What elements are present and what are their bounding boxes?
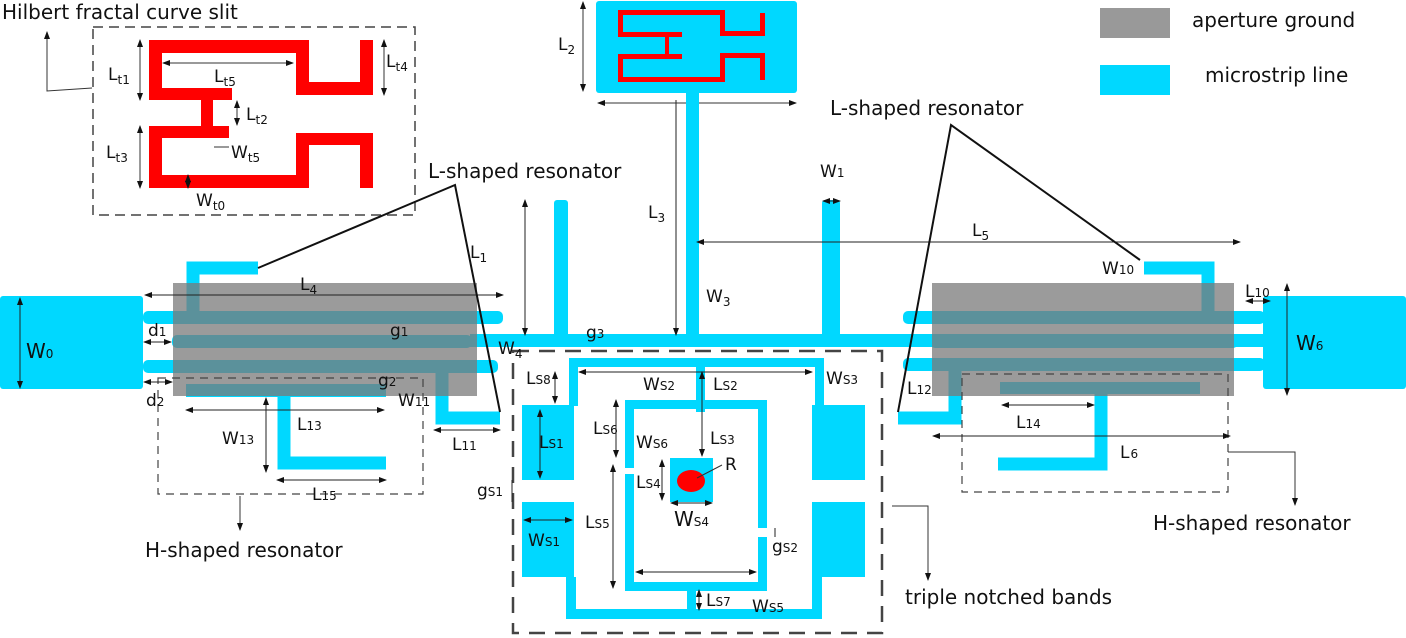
callout-h-res-left: H-shaped resonator — [145, 538, 343, 562]
dim-LS2: LS2 — [713, 375, 738, 395]
dim-L2: L2 — [558, 35, 575, 57]
legend: aperture ground microstrip line — [1100, 8, 1355, 95]
right-aperture-ground — [932, 283, 1234, 396]
dim-W11: W11 — [398, 391, 430, 411]
dim-W4: W4 — [498, 339, 522, 361]
dim-Lt1: Lt1 — [108, 65, 130, 87]
callout-h-res-right: H-shaped resonator — [1153, 511, 1351, 535]
resistor-R — [677, 470, 705, 492]
dim-W3: W3 — [706, 287, 730, 309]
port-right-W6 — [1263, 296, 1406, 389]
dim-W6: W6 — [1296, 331, 1323, 355]
top-patch-microstrip — [596, 1, 797, 93]
callout-l-res-left: L-shaped resonator — [428, 159, 622, 183]
hilbert-callout-leader — [44, 31, 93, 92]
dim-LS5: LS5 — [585, 513, 610, 533]
dim-LS1: LS1 — [539, 433, 564, 453]
right-section — [898, 261, 1406, 493]
notch-structure: R — [511, 349, 884, 635]
dim-R: R — [725, 455, 737, 475]
left-stub — [554, 200, 568, 340]
dimension-lines — [17, 100, 1290, 611]
dim-LS3: LS3 — [710, 429, 735, 449]
right-stub — [822, 200, 840, 340]
dim-Lt5: Lt5 — [214, 67, 236, 89]
top-patch-hilbert-slit — [618, 10, 765, 82]
legend-label-microstrip-line: microstrip line — [1205, 63, 1348, 87]
legend-swatch-microstrip-line — [1100, 65, 1170, 95]
dim-L3: L3 — [648, 203, 665, 225]
dim-WS2: WS2 — [643, 375, 675, 395]
dim-L6: L6 — [1120, 443, 1138, 463]
dim-g3: g3 — [586, 323, 604, 343]
left-aperture-ground — [173, 283, 477, 396]
labels: L-shaped resonator L-shaped resonator H-… — [26, 96, 1351, 617]
notch-frame — [511, 349, 884, 635]
dim-Lt2: Lt2 — [246, 105, 268, 127]
dim-L14: L14 — [1016, 413, 1041, 433]
dim-W13: W13 — [222, 429, 254, 449]
dim-L11: L11 — [452, 435, 477, 455]
right-h-resonator-leg — [998, 394, 1108, 471]
dim-Lt3: Lt3 — [106, 143, 128, 165]
dim-LS8: LS8 — [526, 369, 551, 389]
dim-g1: g1 — [390, 321, 408, 341]
top-patch: L2 — [558, 1, 797, 106]
right-l-res-leader — [897, 123, 1141, 413]
dim-Wt5: Wt5 — [231, 143, 260, 165]
dim-LS6: LS6 — [593, 419, 618, 439]
dim-Lt4: Lt4 — [386, 52, 408, 74]
callout-l-res-right: L-shaped resonator — [830, 96, 1024, 120]
dim-LS7: LS7 — [706, 591, 731, 611]
legend-label-aperture-ground: aperture ground — [1192, 8, 1355, 32]
dim-d2: d2 — [146, 391, 164, 411]
callout-triple: triple notched bands — [905, 585, 1112, 609]
dim-WS3: WS3 — [826, 369, 858, 389]
dim-LS4: LS4 — [636, 473, 661, 493]
callout-leaders — [257, 123, 1141, 413]
dim-L12: L12 — [907, 379, 932, 399]
dim-gS1: gS1 — [477, 481, 503, 501]
dim-Wt0: Wt0 — [196, 191, 225, 213]
dim-L1: L1 — [470, 243, 487, 265]
dim-L13: L13 — [297, 415, 322, 435]
dim-WS1: WS1 — [528, 531, 560, 551]
dim-L5: L5 — [972, 221, 989, 243]
dim-W1: W1 — [820, 162, 844, 182]
hilbert-callout-label: Hilbert fractal curve slit — [2, 0, 238, 24]
dim-W0: W0 — [26, 339, 53, 363]
hilbert-slit-shape — [149, 40, 373, 188]
hilbert-inset-frame — [92, 26, 416, 216]
port-left-W0 — [0, 296, 143, 389]
left-h-resonator-leg — [277, 397, 386, 470]
dim-W10: W10 — [1102, 259, 1134, 279]
dim-WS5: WS5 — [752, 597, 784, 617]
dim-gS2: gS2 — [772, 537, 798, 557]
left-h-resonator-frame — [157, 377, 424, 495]
left-section — [0, 261, 503, 495]
dim-L4: L4 — [300, 275, 317, 297]
dim-L15: L15 — [312, 485, 337, 505]
dim-d1: d1 — [148, 321, 166, 341]
legend-swatch-aperture-ground — [1100, 8, 1170, 38]
dim-L10: L10 — [1245, 282, 1270, 302]
h-res-right-arrow — [1228, 451, 1298, 506]
hilbert-inset: Hilbert fractal curve slit — [2, 0, 416, 216]
triple-arrow — [892, 505, 931, 581]
dim-WS6: WS6 — [636, 433, 668, 453]
dim-g2: g2 — [378, 371, 396, 391]
dim-WS4: WS4 — [674, 507, 709, 531]
left-l-res-leader — [257, 183, 501, 413]
center-feed-stem — [686, 93, 699, 339]
